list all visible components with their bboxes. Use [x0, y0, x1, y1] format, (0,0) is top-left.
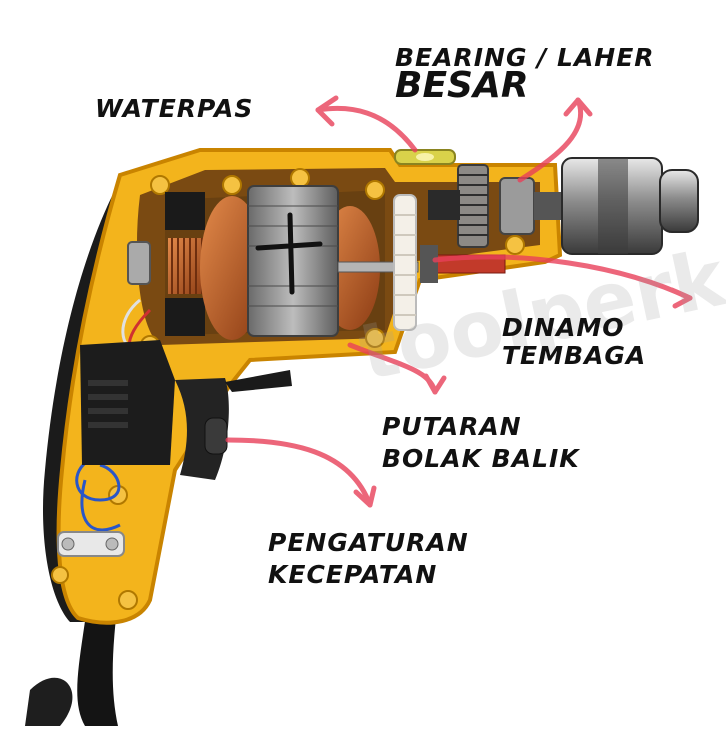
reverse-lever [225, 370, 292, 392]
label-putaran-line2: BOLAK BALIK [382, 444, 580, 473]
front-bearing [499, 177, 535, 235]
brush-holder-top [165, 192, 205, 230]
annotation-arrows [225, 95, 693, 508]
plus-marking [255, 212, 323, 295]
label-putaran-line1: PUTARAN [382, 412, 522, 441]
commutator [168, 238, 206, 294]
label-bearing-line2: BESAR [395, 65, 529, 106]
label-pengaturan-line2: KECEPATAN [268, 560, 438, 589]
cable-clamp [57, 531, 125, 557]
chuck-nose [659, 169, 699, 233]
armature-shaft [337, 261, 419, 273]
rear-bearing [127, 241, 151, 285]
brush-holder-bottom [165, 298, 205, 336]
label-pengaturan-line1: PENGATURAN [268, 528, 469, 557]
cooling-fan [393, 194, 417, 331]
label-bearing-line1: BEARING / LAHER [395, 43, 655, 72]
label-waterpas: WATERPAS [95, 94, 254, 123]
label-dinamo-line1: DINAMO [502, 313, 625, 342]
label-dinamo-line2: TEMBAGA [502, 341, 647, 370]
cable-strain-relief [25, 677, 73, 726]
speed-switch-box [80, 340, 175, 465]
power-cable [77, 600, 118, 726]
speed-dial [204, 417, 228, 455]
